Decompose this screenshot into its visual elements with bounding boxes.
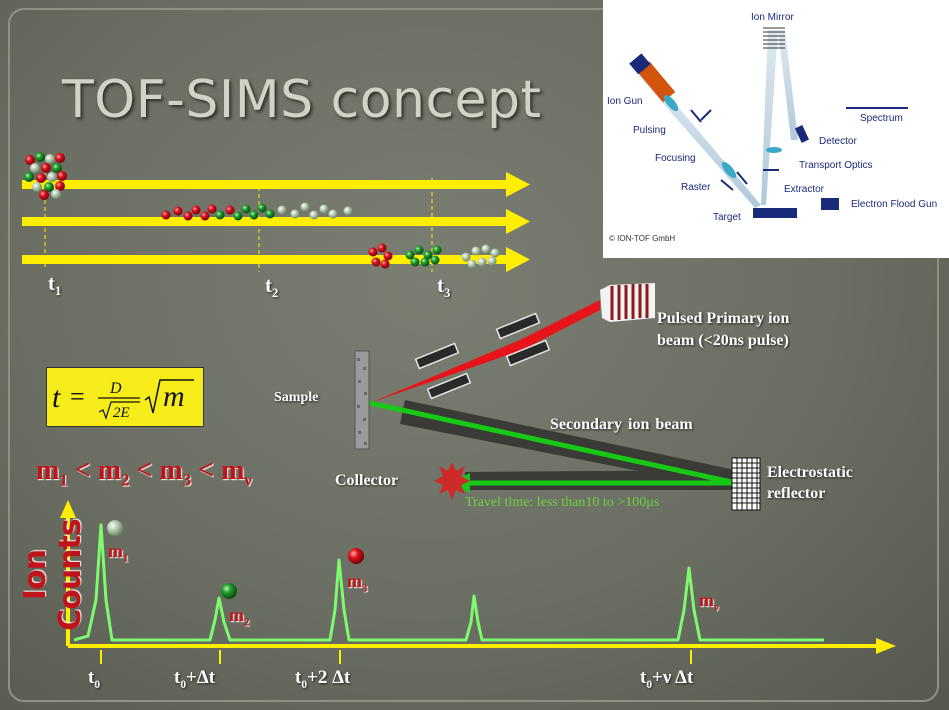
peak-label-m2: m2 <box>229 605 250 629</box>
secondary-beam-label: Secondary ion beam <box>550 416 693 433</box>
label-spectrum: Spectrum <box>860 113 903 124</box>
primary-ion-beam <box>370 300 600 403</box>
flight-arrow-2-head <box>506 209 530 234</box>
label-target: Target <box>713 212 741 223</box>
spectrum-trace <box>73 523 824 642</box>
instrument-schematic: Ion Mirror Ion Gun Pulsing Focusing Rast… <box>603 0 949 258</box>
label-electron-flood-gun: Electron Flood Gun <box>851 199 938 210</box>
flight-arrow-3 <box>22 255 508 264</box>
peak-label-mv: mν <box>699 590 719 614</box>
peak-label-m1: m1 <box>108 541 129 565</box>
flight-arrow-1 <box>22 180 508 189</box>
mass-inequality: m1 < m2 < m3 < mν <box>36 455 252 490</box>
primary-beam-lenses <box>414 312 551 400</box>
slide-border <box>8 8 939 702</box>
label-raster: Raster <box>681 182 711 193</box>
label-pulsing: Pulsing <box>633 125 666 136</box>
collector-burst <box>434 462 470 500</box>
label-ion-gun: Ion Gun <box>607 96 643 107</box>
label-detector: Detector <box>819 136 857 147</box>
formula: t = D 2E m <box>52 379 194 421</box>
peak-ball-m3 <box>348 548 364 564</box>
flight-arrows <box>22 172 530 272</box>
ion-gun <box>600 283 655 322</box>
time-label-t2: t2 <box>265 273 279 301</box>
reflector-label: Electrostatic reflector <box>767 464 853 502</box>
spectrum-y-label: Ion Counts <box>18 519 88 631</box>
ion-cluster-start <box>24 152 67 200</box>
flight-arrow-1-head <box>506 172 530 197</box>
ion-cluster-spreading <box>161 202 353 221</box>
collector-label: Collector <box>335 472 399 489</box>
label-copyright: © ION-TOF GmbH <box>609 234 676 243</box>
primary-beam-label: Pulsed Primary ion beam (<20ns pulse) <box>657 310 790 349</box>
label-focusing: Focusing <box>655 153 696 164</box>
time-label-t3: t3 <box>437 273 451 301</box>
label-extractor: Extractor <box>784 184 825 195</box>
x-label-t0-2dt: t0+2 Δt <box>295 667 351 691</box>
formula-denominator: 2E <box>113 405 130 421</box>
flight-arrow-2 <box>22 217 508 226</box>
slide-title: TOF-SIMS concept <box>62 70 542 130</box>
time-label-t1: t1 <box>48 271 62 299</box>
formula-eq: = <box>70 382 85 411</box>
sample-texture <box>357 358 367 445</box>
formula-lhs: t <box>52 381 61 414</box>
sample-plate <box>354 350 370 450</box>
x-label-t0: t0 <box>88 667 101 691</box>
peak-label-m3: m3 <box>347 571 368 595</box>
sample-label: Sample <box>274 390 319 405</box>
electrostatic-reflector <box>731 457 761 511</box>
x-label-t0-vdt: t0+ν Δt <box>640 667 694 691</box>
label-transport-optics: Transport Optics <box>799 160 873 171</box>
formula-numerator: D <box>109 380 122 397</box>
flight-arrow-3-head <box>506 247 530 272</box>
travel-time-note: Travel time: less than10 to >100μs <box>465 495 660 510</box>
peak-ball-m1 <box>107 520 123 536</box>
formula-box <box>46 367 204 427</box>
spectrum-axes <box>60 500 896 664</box>
peak-ball-m2 <box>221 583 237 599</box>
formula-variable: m <box>163 380 185 413</box>
label-ion-mirror: Ion Mirror <box>751 12 794 23</box>
instrument-schematic-drawing <box>629 27 908 218</box>
x-label-t0-dt: t0+Δt <box>174 667 216 691</box>
ion-cluster-separated <box>368 243 500 269</box>
